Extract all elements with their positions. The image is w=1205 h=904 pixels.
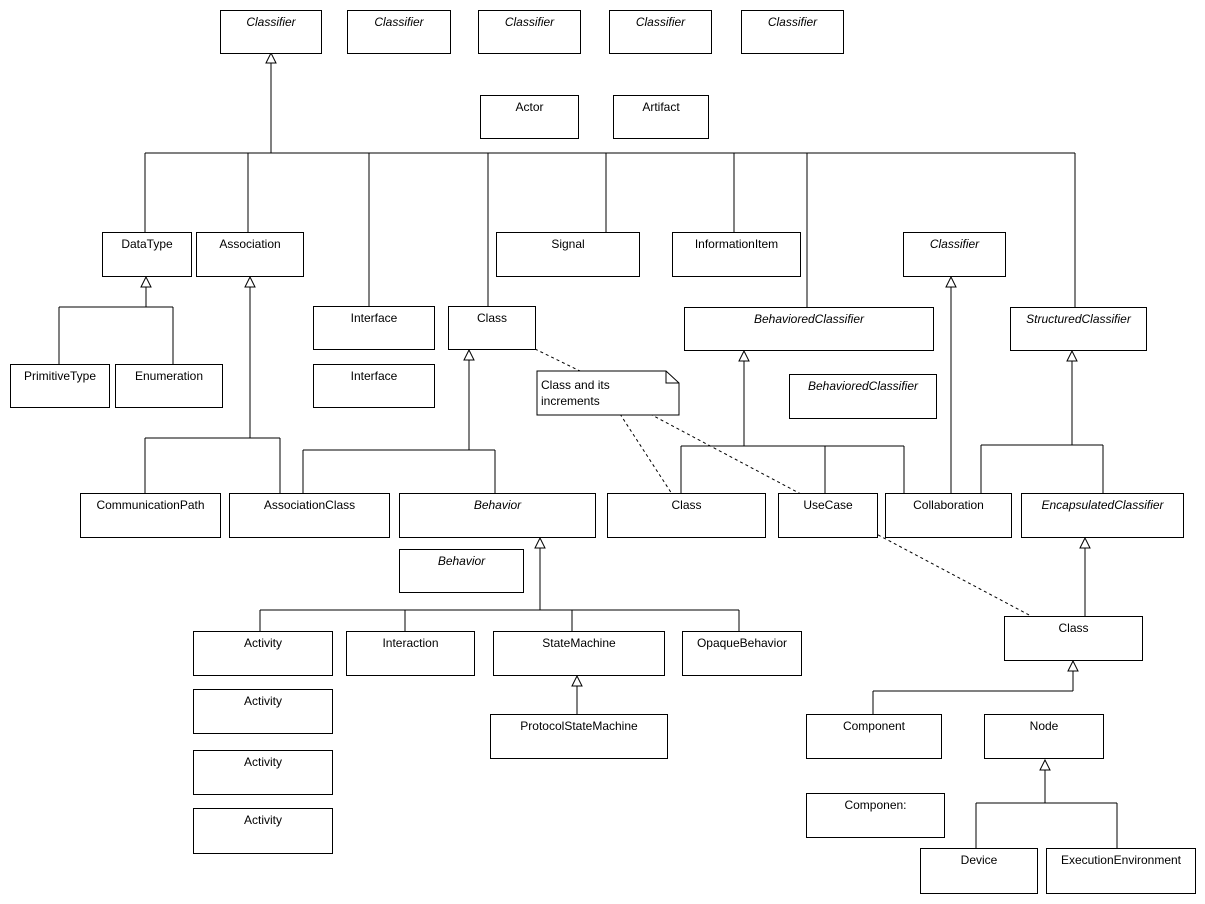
class-name: PrimitiveType <box>23 369 97 383</box>
class-name: Artifact <box>642 100 680 114</box>
component-box: Component <box>806 714 942 759</box>
actor-box: Actor <box>480 95 579 139</box>
primitivetype-box: PrimitiveType <box>10 364 110 408</box>
class-name: Class <box>671 498 702 512</box>
class-box: Class <box>607 493 766 538</box>
interface-box: Interface <box>313 364 435 408</box>
usecase-box: UseCase <box>778 493 878 538</box>
structuredclassifier-box: StructuredClassifier <box>1010 307 1147 351</box>
behavior-box: Behavior <box>399 549 524 593</box>
class-name: Classifier <box>929 237 980 251</box>
behavioredclassifier-box: BehavioredClassifier <box>684 307 934 351</box>
class-name: Actor <box>515 100 544 114</box>
class-name: Signal <box>551 237 585 251</box>
class-name: Interface <box>350 369 398 383</box>
informationitem-box: InformationItem <box>672 232 801 277</box>
class-name: BehavioredClassifier <box>753 312 865 326</box>
class-name: Node <box>1029 719 1059 733</box>
class-name: CommunicationPath <box>96 498 205 512</box>
datatype-box: DataType <box>102 232 192 277</box>
classifier-box: Classifier <box>478 10 581 54</box>
protocolstatemachine-box: ProtocolStateMachine <box>490 714 668 759</box>
note-line: increments <box>541 394 600 408</box>
activity-box: Activity <box>193 808 333 854</box>
class-name: Behavior <box>437 554 486 568</box>
class-name: Classifier <box>374 15 424 29</box>
class-box: Class <box>448 306 536 350</box>
class-name: Classifier <box>504 15 555 29</box>
class-name: StateMachine <box>542 636 616 650</box>
classifier-box: Classifier <box>609 10 712 54</box>
class-name: StructuredClassifier <box>1026 312 1131 326</box>
activity-box: Activity <box>193 689 333 734</box>
classifier-box: Classifier <box>220 10 322 54</box>
executionenvironment-box: ExecutionEnvironment <box>1046 848 1196 894</box>
class-name: Classifier <box>246 15 296 29</box>
class-name: Classifier <box>767 15 818 29</box>
class-name: UseCase <box>803 498 853 512</box>
class-name: Interface <box>350 311 398 325</box>
class-name: InformationItem <box>694 237 779 251</box>
classifier-box: Classifier <box>347 10 451 54</box>
associationclass-box: AssociationClass <box>229 493 390 538</box>
collaboration-box: Collaboration <box>885 493 1012 538</box>
class-name: Device <box>960 853 998 867</box>
behavioredclassifier-box: BehavioredClassifier <box>789 374 937 419</box>
device-box: Device <box>920 848 1038 894</box>
class-name: ExecutionEnvironment <box>1060 853 1182 867</box>
class-name: Association <box>219 237 281 251</box>
component-box: Componen: <box>806 793 945 838</box>
interface-box: Interface <box>313 306 435 350</box>
class-name: AssociationClass <box>263 498 356 512</box>
statemachine-box: StateMachine <box>493 631 665 676</box>
class-name: Activity <box>243 813 282 827</box>
class-name: Class <box>476 311 507 325</box>
class-name: ProtocolStateMachine <box>520 719 638 733</box>
class-name: EncapsulatedClassifier <box>1041 498 1164 512</box>
encapsulatedclassifier-box: EncapsulatedClassifier <box>1021 493 1184 538</box>
class-name: Behavior <box>473 498 522 512</box>
class-name: DataType <box>121 237 173 251</box>
class-name: Activity <box>243 636 282 650</box>
enumeration-box: Enumeration <box>115 364 223 408</box>
association-box: Association <box>196 232 304 277</box>
opaquebehavior-box: OpaqueBehavior <box>682 631 802 676</box>
classifier-box: Classifier <box>903 232 1006 277</box>
class-name: Activity <box>243 694 282 708</box>
class-name: Activity <box>243 755 282 769</box>
signal-box: Signal <box>496 232 640 277</box>
classifier-box: Classifier <box>741 10 844 54</box>
class-name: Classifier <box>635 15 686 29</box>
class-name: Enumeration <box>134 369 204 383</box>
activity-box: Activity <box>193 631 333 676</box>
note-line: Class and its <box>541 378 610 392</box>
node-box: Node <box>984 714 1104 759</box>
behavior-box: Behavior <box>399 493 596 538</box>
class-name: OpaqueBehavior <box>696 636 788 650</box>
class-name: Interaction <box>382 636 439 650</box>
communicationpath-box: CommunicationPath <box>80 493 221 538</box>
class-box: Class <box>1004 616 1143 661</box>
artifact-box: Artifact <box>613 95 709 139</box>
class-name: Class <box>1058 621 1089 635</box>
class-name: Componen: <box>844 798 907 812</box>
class-name: Collaboration <box>913 498 984 512</box>
class-name: BehavioredClassifier <box>807 379 919 393</box>
activity-box: Activity <box>193 750 333 795</box>
class-name: Component <box>842 719 906 733</box>
note: Class and its increments <box>537 373 667 415</box>
interaction-box: Interaction <box>346 631 475 676</box>
